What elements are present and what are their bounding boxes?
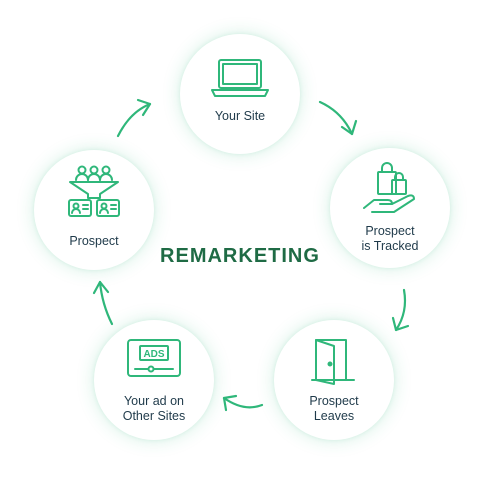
center-title: REMARKETING: [160, 245, 320, 267]
arrow-prospect-to-site: [116, 98, 152, 138]
laptop-icon: [211, 59, 269, 97]
node-prospect-label: Prospect: [69, 234, 119, 248]
node-prospect-tracked-label-line1: Prospect: [365, 224, 415, 238]
node-prospect-leaves-label: Prospect Leaves: [274, 394, 394, 424]
ads-screen-icon: ADS: [127, 339, 181, 377]
ads-text: ADS: [143, 349, 164, 360]
arrow-leaves-to-ad: [222, 394, 264, 412]
node-your-ad: ADS Your ad on Other Sites: [94, 320, 214, 440]
node-your-ad-label-line1: Your ad on: [123, 394, 184, 408]
funnel-people-icon: [68, 165, 120, 217]
node-your-ad-label-line2: Other Sites: [122, 409, 186, 423]
arrow-ad-to-prospect: [92, 280, 114, 326]
node-your-site: Your Site: [180, 34, 300, 154]
open-door-icon: [311, 339, 355, 385]
node-your-ad-label: Your ad on Other Sites: [94, 394, 214, 424]
node-your-site-label: Your Site: [214, 109, 266, 123]
node-prospect-leaves-label-line1: Prospect: [309, 394, 359, 408]
hand-shopping-bags-icon: [363, 162, 415, 213]
node-prospect-leaves-label-line2: Leaves: [313, 409, 355, 423]
arrow-site-to-tracked: [318, 100, 358, 136]
node-prospect-tracked: Prospect is Tracked: [330, 148, 450, 268]
node-prospect: Prospect: [34, 150, 154, 270]
arrow-tracked-to-leaves: [391, 288, 410, 332]
node-prospect-tracked-label-line2: is Tracked: [361, 239, 419, 253]
node-prospect-leaves: Prospect Leaves: [274, 320, 394, 440]
node-prospect-tracked-label: Prospect is Tracked: [330, 224, 450, 254]
